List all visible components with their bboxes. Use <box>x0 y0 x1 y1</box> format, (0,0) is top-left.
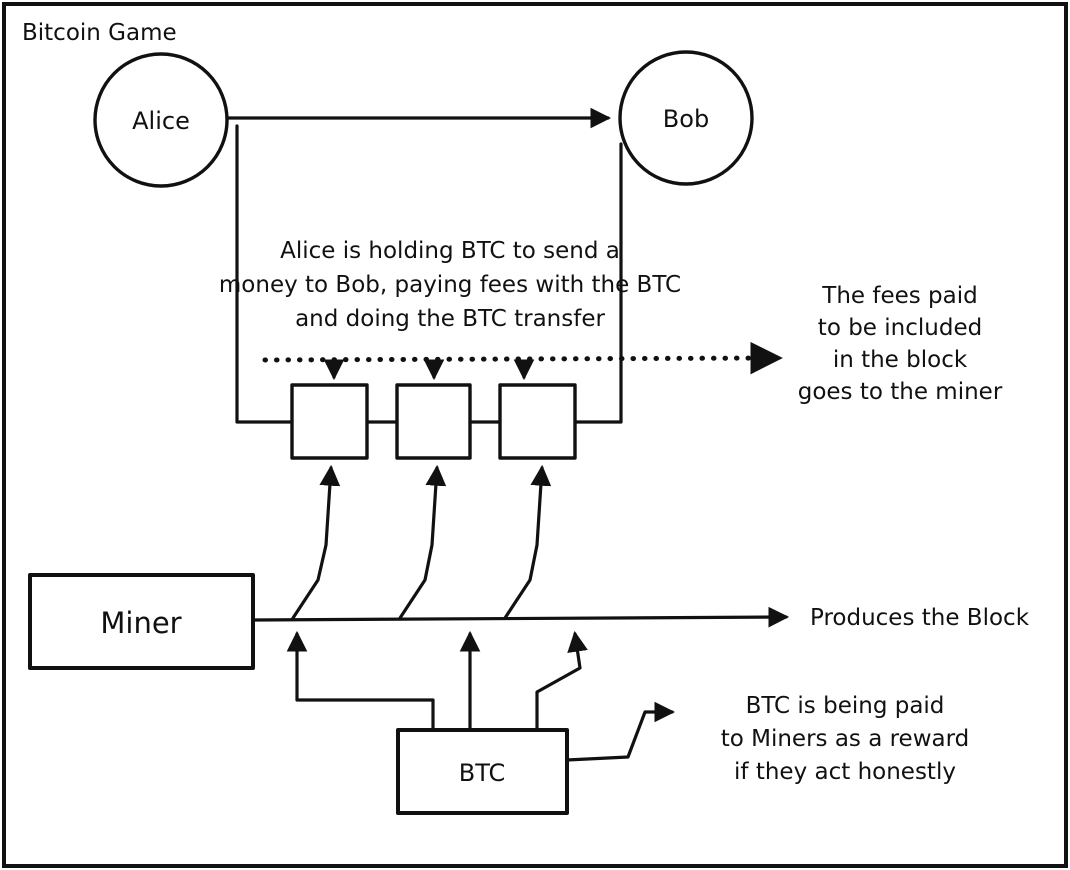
fees-note-line-1: The fees paid <box>821 283 977 309</box>
reward-note-line-2: to Miners as a reward <box>721 726 970 752</box>
page-title: Bitcoin Game <box>22 20 177 46</box>
reward-note-line-1: BTC is being paid <box>746 693 945 719</box>
zigzag-fee-line-2 <box>398 464 447 620</box>
miner-box <box>28 573 255 670</box>
reward-arrow-1 <box>286 630 435 732</box>
btc-label: BTC <box>459 759 505 787</box>
bob-node <box>618 50 754 186</box>
alice-node <box>93 52 229 188</box>
btc-reward-arrow <box>565 701 676 762</box>
zigzag-fee-line-3 <box>503 464 552 620</box>
miner-label: Miner <box>100 606 181 640</box>
tx-block-3 <box>498 383 577 460</box>
fees-dotted-arrow <box>262 341 783 375</box>
transfer-note-line-3: and doing the BTC transfer <box>295 306 605 332</box>
fees-note-line-3: in the block <box>833 347 968 373</box>
produces-block-label: Produces the Block <box>810 605 1030 631</box>
fees-note-line-2: to be included <box>818 315 982 341</box>
alice-drop-line <box>235 124 294 424</box>
tx-block-1 <box>290 383 369 460</box>
tx-block-2 <box>395 383 472 460</box>
bob-label: Bob <box>663 105 709 133</box>
transfer-note-line-2: money to Bob, paying fees with the BTC <box>219 272 681 298</box>
btc-box <box>396 728 569 815</box>
bob-drop-line <box>573 142 623 424</box>
alice-label: Alice <box>132 107 190 135</box>
zigzag-fee-line-1 <box>291 464 341 620</box>
reward-note-line-3: if they act honestly <box>734 759 956 785</box>
transfer-note-line-1: Alice is holding BTC to send a <box>280 238 620 264</box>
reward-arrow-3 <box>535 630 588 732</box>
fees-note-line-4: goes to the miner <box>798 379 1003 405</box>
produces-block-arrow <box>251 606 790 628</box>
